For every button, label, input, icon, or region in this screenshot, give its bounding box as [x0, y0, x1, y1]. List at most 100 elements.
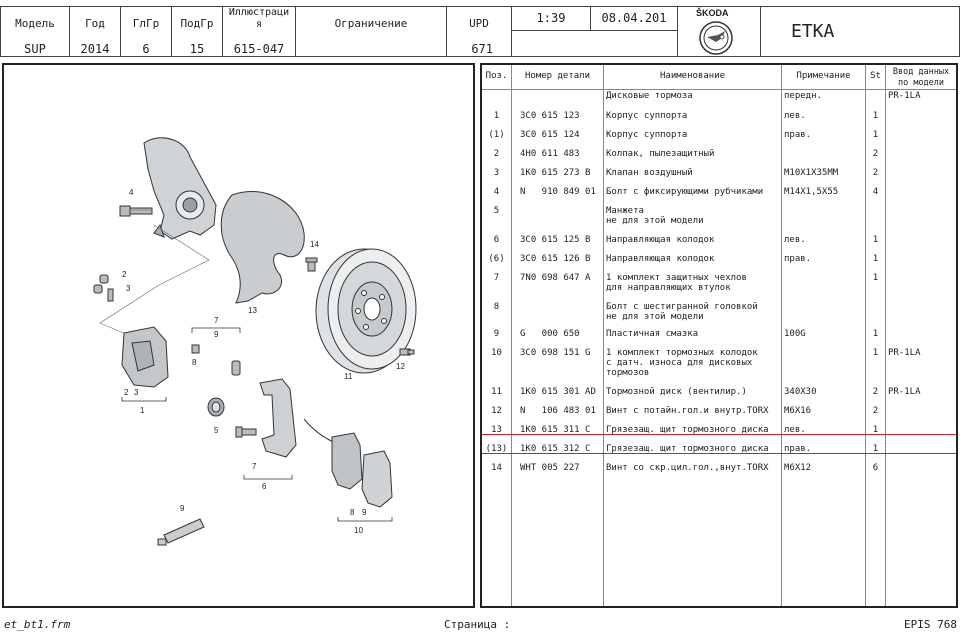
upd-value: 671	[471, 42, 493, 56]
bracket-6	[243, 475, 293, 480]
footer-filename: et_bt1.frm	[4, 618, 71, 631]
exploded-view-drawing: 4 2 3 14 13 7 9 8 1 2 3 5 7 6 11 12 8 9 …	[93, 137, 417, 546]
footer-version: EPIS 768	[904, 618, 957, 631]
cell-part: 3C0 698 151 G	[520, 348, 591, 358]
cell-pos: 14	[491, 463, 502, 473]
cell-name: Направляющая колодок	[606, 235, 715, 245]
parts-table[interactable]: Поз. Номер детали Наименование Примечани…	[480, 63, 958, 608]
cell-note: лев.	[784, 111, 806, 121]
cell-note: 340X30	[784, 387, 817, 397]
cell-part: 1K0 615 273 B	[520, 168, 591, 178]
cell-note: M14X1,5X55	[784, 187, 839, 197]
cell-st: 1	[872, 273, 879, 283]
cell-pos: 3	[493, 168, 500, 178]
label-9c: 9	[180, 504, 185, 513]
cell-name: Клапан воздушный	[606, 168, 693, 178]
col-divider	[603, 65, 604, 606]
illustration-value: 615-047	[233, 42, 285, 56]
dust-cap-2	[93, 274, 109, 294]
cell-st: 1	[872, 235, 879, 245]
model-field[interactable]: Модель SUP	[0, 6, 70, 57]
cell-note: M10X1X35MM	[784, 168, 839, 178]
label-10: 10	[354, 526, 363, 535]
cell-part: N 106 483 01	[520, 406, 596, 416]
cell-pos: 11	[491, 387, 502, 397]
restriction-label: Ограничение	[334, 17, 408, 30]
grease-tube-9	[157, 518, 205, 546]
col-header-pos: Поз.	[485, 71, 508, 81]
label-8b: 8	[350, 508, 355, 517]
label-11: 11	[344, 372, 353, 381]
cell-part: 3C0 615 124	[520, 130, 580, 140]
guide-line	[99, 224, 210, 341]
cell-part: 3C0 615 125 B	[520, 235, 591, 245]
caliper-body-1	[121, 326, 169, 388]
label-5: 5	[214, 426, 219, 435]
glgr-value: 6	[142, 42, 150, 56]
cell-note: прав.	[784, 130, 812, 140]
cell-name: Пластичная смазка	[606, 329, 699, 339]
glgr-label: ГлГр	[132, 17, 160, 30]
steering-knuckle	[143, 137, 217, 240]
cell-st: 2	[872, 387, 879, 397]
time-value: 1:39	[536, 11, 566, 25]
cell-input: PR-1LA	[888, 387, 921, 397]
cell-pos: (1)	[488, 130, 505, 140]
cell-pos: 1	[493, 111, 500, 121]
cell-name: Корпус суппорта	[606, 130, 688, 140]
cell-name: Винт со скр.цил.гол.,внут.TORX	[606, 463, 769, 473]
model-label: Модель	[15, 17, 55, 30]
cell-st: 1	[872, 329, 879, 339]
cell-part: 1K0 615 301 AD	[520, 387, 596, 397]
cell-input: PR-1LA	[888, 348, 921, 358]
cell-name: Грязезащ. щит тормозного диска	[606, 425, 769, 435]
app-title: ETKA	[791, 21, 835, 42]
label-2b: 2	[124, 388, 129, 397]
pad-guide-6	[259, 378, 297, 458]
cell-pos: 7	[493, 273, 500, 283]
cell-part: 4H0 611 483	[520, 149, 580, 159]
label-8: 8	[192, 358, 197, 367]
cell-part: 7N0 698 647 A	[520, 273, 591, 283]
col-header-model-input: Ввод данных по модели	[892, 67, 950, 88]
year-field[interactable]: Год 2014	[69, 6, 121, 57]
illustration-field[interactable]: Иллюстраци я 615-047	[222, 6, 296, 57]
cell-input: PR-1LA	[888, 91, 921, 101]
bolt-14	[305, 257, 318, 272]
cell-note: M6X12	[784, 463, 812, 473]
podgr-field[interactable]: ПодГр 15	[171, 6, 223, 57]
col-header-st: St	[870, 71, 881, 81]
cell-st: 4	[872, 187, 879, 197]
cell-st: 2	[872, 149, 879, 159]
seal-5	[207, 397, 225, 417]
label-12: 12	[396, 362, 405, 371]
glgr-field[interactable]: ГлГр 6	[120, 6, 172, 57]
col-divider	[781, 65, 782, 606]
cell-part: 3C0 615 123	[520, 111, 580, 121]
parts-illustration[interactable]: 4 2 3 14 13 7 9 8 1 2 3 5 7 6 11 12 8 9 …	[2, 63, 475, 608]
year-value: 2014	[80, 42, 110, 56]
cell-name: 1 комплект тормозных колодок с датч. изн…	[606, 348, 758, 378]
cell-pos: 4	[493, 187, 500, 197]
skoda-logo-icon	[699, 21, 733, 55]
restriction-field[interactable]: Ограничение	[295, 6, 447, 57]
cell-part: 1K0 615 312 C	[520, 444, 591, 454]
bracket-10	[337, 517, 393, 522]
bracket-7-9	[191, 327, 241, 333]
cell-st: 1	[872, 444, 879, 454]
cell-pos: 12	[491, 406, 502, 416]
cell-st: 1	[872, 425, 879, 435]
cell-pos: 2	[493, 149, 500, 159]
label-4: 4	[129, 188, 134, 197]
cell-pos: 5	[493, 206, 500, 216]
upd-field[interactable]: UPD 671	[446, 6, 512, 57]
wear-sensor-wire	[303, 418, 337, 444]
col-divider	[885, 65, 886, 606]
cell-st: 1	[872, 348, 879, 358]
cell-part: WHT 005 227	[520, 463, 580, 473]
cell-name: Тормозной диск (вентилир.)	[606, 387, 747, 397]
date-field: 08.04.201	[590, 6, 678, 31]
footer-page-label: Страница :	[444, 618, 511, 631]
cell-note: прав.	[784, 254, 812, 264]
cell-note: передн.	[784, 91, 822, 101]
